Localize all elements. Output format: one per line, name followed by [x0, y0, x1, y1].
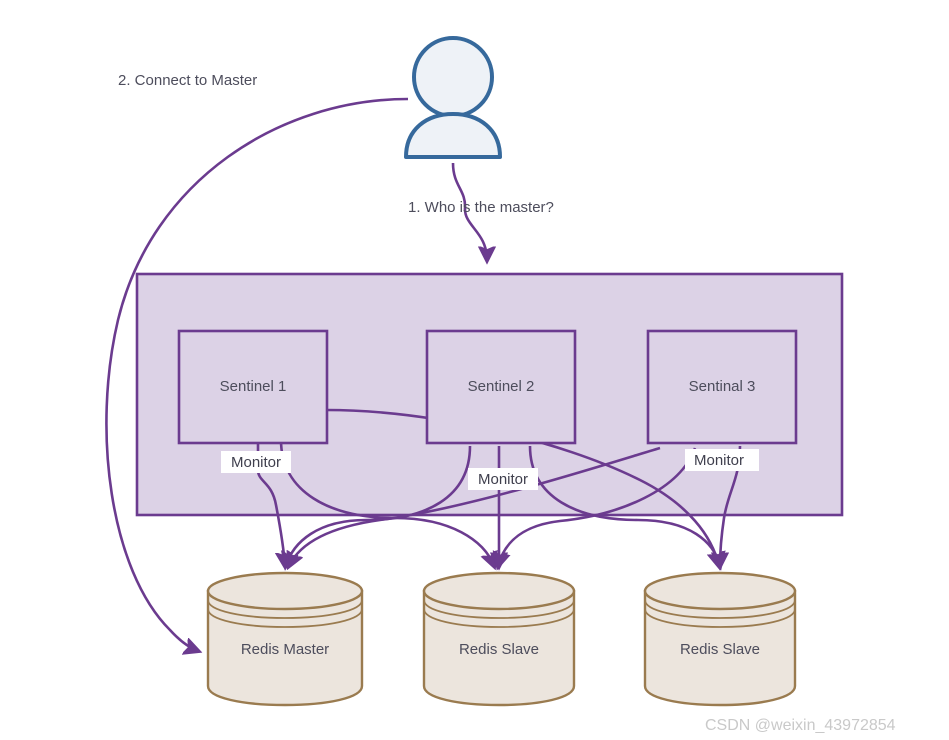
- client-actor[interactable]: [404, 36, 502, 159]
- redis-slave-2-label: Redis Slave: [680, 641, 760, 658]
- redis-slave-2-top: [643, 571, 797, 611]
- monitor-1: Monitor: [221, 451, 291, 473]
- sentinel-3[interactable]: Sentinal 3: [646, 329, 798, 445]
- redis-slave-1-top: [422, 571, 576, 611]
- step-2-text: 2. Connect to Master: [118, 72, 257, 89]
- sentinel-1-box[interactable]: [177, 329, 329, 445]
- redis-slave-1[interactable]: Redis Slave: [422, 571, 576, 707]
- sentinel-3-label: Sentinal 3: [689, 378, 756, 395]
- sentinel-1-label: Sentinel 1: [220, 378, 287, 395]
- edge-sentinel3-master: [289, 446, 661, 566]
- redis-master-body[interactable]: [206, 589, 364, 707]
- edge-step-2: [105, 97, 409, 651]
- sentinel-2-box[interactable]: [425, 329, 577, 445]
- step-1-text: 1. Who is the master?: [408, 199, 554, 216]
- redis-slave-2-ridge-2: [644, 608, 796, 628]
- monitor-3-background: [685, 449, 759, 471]
- sentinel-3-box[interactable]: [646, 329, 798, 445]
- redis-slave-1-body[interactable]: [422, 589, 576, 707]
- redis-master[interactable]: Redis Master: [206, 571, 364, 707]
- person-head-icon: [412, 36, 494, 118]
- monitor-2: Monitor: [468, 468, 538, 490]
- sentinel-1[interactable]: Sentinel 1: [177, 329, 329, 445]
- sentinel-2-label: Sentinel 2: [468, 378, 535, 395]
- redis-master-ridge-1: [207, 599, 363, 619]
- monitor-1-background: [221, 451, 291, 473]
- redis-master-top: [206, 571, 364, 611]
- monitor-3-label: Monitor: [694, 452, 744, 469]
- edge-actor-to-master: [105, 97, 409, 651]
- edge-sentinel3-slave1: [498, 447, 697, 566]
- step-1-label: 1. Who is the master?: [408, 199, 554, 216]
- monitor-2-background: [468, 468, 538, 490]
- monitor-1-label: Monitor: [231, 454, 281, 471]
- redis-master-ridge-2: [207, 608, 363, 628]
- edge-step-1: [451, 162, 487, 260]
- redis-slave-1-ridge-2: [423, 608, 575, 628]
- redis-slave-2-body[interactable]: [643, 589, 797, 707]
- monitor-2-label: Monitor: [478, 471, 528, 488]
- edge-sentinel2-master: [286, 445, 472, 566]
- redis-slave-2[interactable]: Redis Slave: [643, 571, 797, 707]
- sentinel-2[interactable]: Sentinel 2: [425, 329, 577, 445]
- redis-master-label: Redis Master: [241, 641, 329, 658]
- watermark: CSDN @weixin_43972854: [705, 717, 896, 734]
- person-body-icon: [404, 112, 502, 159]
- redis-slave-1-ridge-1: [423, 599, 575, 619]
- redis-slave-1-label: Redis Slave: [459, 641, 539, 658]
- step-2-label: 2. Connect to Master: [118, 72, 257, 89]
- monitor-3: Monitor: [685, 449, 759, 471]
- edge-actor-to-cluster: [451, 162, 487, 260]
- redis-slave-2-ridge-1: [644, 599, 796, 619]
